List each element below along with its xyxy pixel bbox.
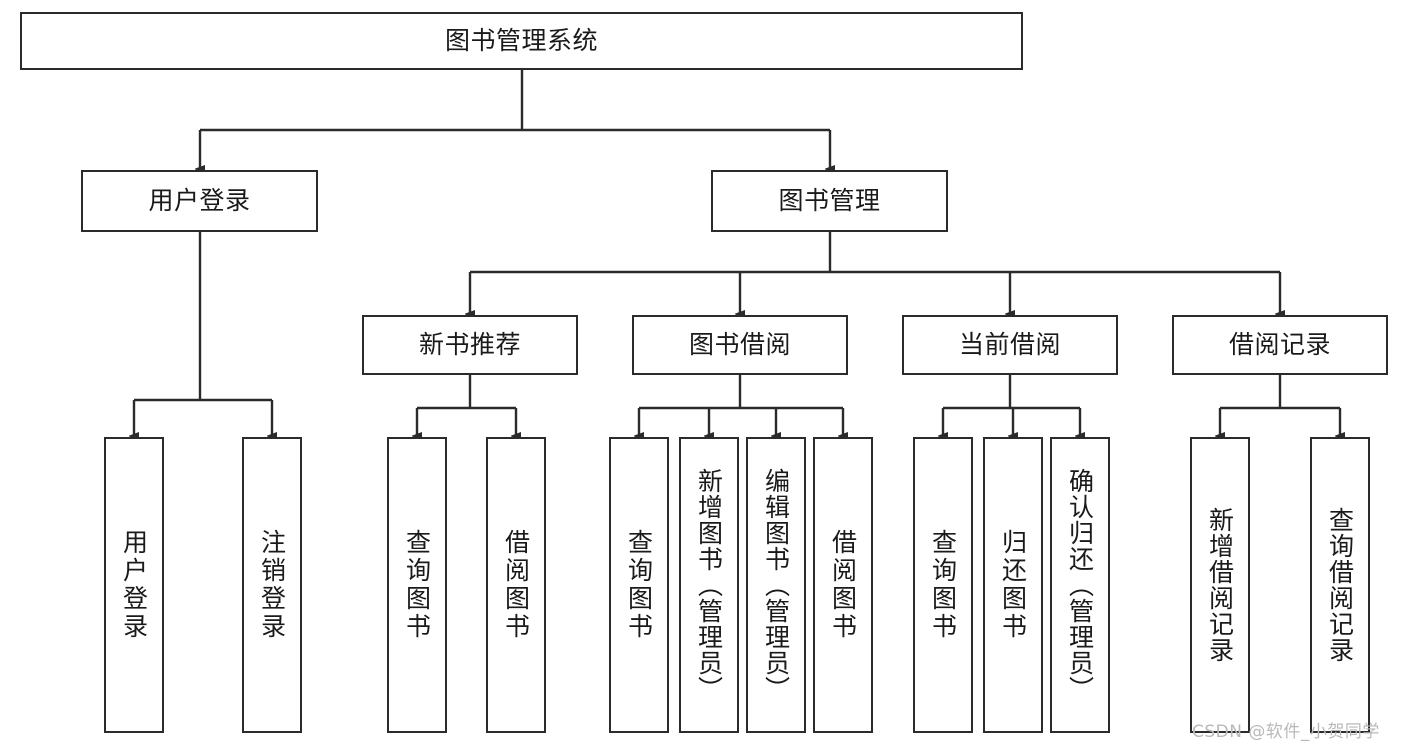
node-label: 借阅图书 <box>501 529 531 641</box>
node-records[interactable]: 借阅记录 <box>1172 315 1388 375</box>
node-label: 用户登录 <box>148 185 251 215</box>
node-leaf-borrow-book-2[interactable]: 借阅图书 <box>813 437 873 733</box>
node-leaf-query-book-1[interactable]: 查询图书 <box>387 437 447 733</box>
node-label: 图书管理 <box>778 185 881 215</box>
node-label: 确认归还（管理员） <box>1065 468 1095 702</box>
node-label: 查询图书 <box>928 529 958 641</box>
node-leaf-user-logout[interactable]: 注销登录 <box>242 437 302 733</box>
node-leaf-user-login[interactable]: 用户登录 <box>104 437 164 733</box>
node-label: 新书推荐 <box>418 329 521 359</box>
node-current[interactable]: 当前借阅 <box>902 315 1118 375</box>
node-label: 归还图书 <box>998 529 1028 641</box>
node-label: 借阅记录 <box>1228 329 1331 359</box>
node-label: 查询图书 <box>624 529 654 641</box>
node-leaf-query-book-3[interactable]: 查询图书 <box>913 437 973 733</box>
node-label: 借阅图书 <box>828 529 858 641</box>
node-label: 注销登录 <box>257 529 287 641</box>
node-leaf-confirm-return[interactable]: 确认归还（管理员） <box>1050 437 1110 733</box>
node-label: 当前借阅 <box>958 329 1061 359</box>
node-label: 编辑图书（管理员） <box>761 468 791 702</box>
node-label: 新增图书（管理员） <box>694 468 724 702</box>
node-root[interactable]: 图书管理系统 <box>20 12 1023 70</box>
node-leaf-borrow-book-1[interactable]: 借阅图书 <box>486 437 546 733</box>
node-leaf-add-book[interactable]: 新增图书（管理员） <box>679 437 739 733</box>
node-borrow[interactable]: 图书借阅 <box>632 315 848 375</box>
node-label: 图书借阅 <box>688 329 791 359</box>
node-label: 新增借阅记录 <box>1205 507 1235 663</box>
node-leaf-add-record[interactable]: 新增借阅记录 <box>1190 437 1250 733</box>
node-newbook[interactable]: 新书推荐 <box>362 315 578 375</box>
node-leaf-edit-book[interactable]: 编辑图书（管理员） <box>746 437 806 733</box>
node-leaf-return-book[interactable]: 归还图书 <box>983 437 1043 733</box>
node-login[interactable]: 用户登录 <box>81 170 318 232</box>
node-leaf-query-book-2[interactable]: 查询图书 <box>609 437 669 733</box>
node-bookmgmt[interactable]: 图书管理 <box>711 170 948 232</box>
node-leaf-query-record[interactable]: 查询借阅记录 <box>1310 437 1370 733</box>
node-label: 查询借阅记录 <box>1325 507 1355 663</box>
node-label: 图书管理系统 <box>444 25 598 55</box>
watermark-credit: CSDN @软件_小贺同学 <box>1192 722 1380 742</box>
node-label: 用户登录 <box>119 529 149 641</box>
node-label: 查询图书 <box>402 529 432 641</box>
